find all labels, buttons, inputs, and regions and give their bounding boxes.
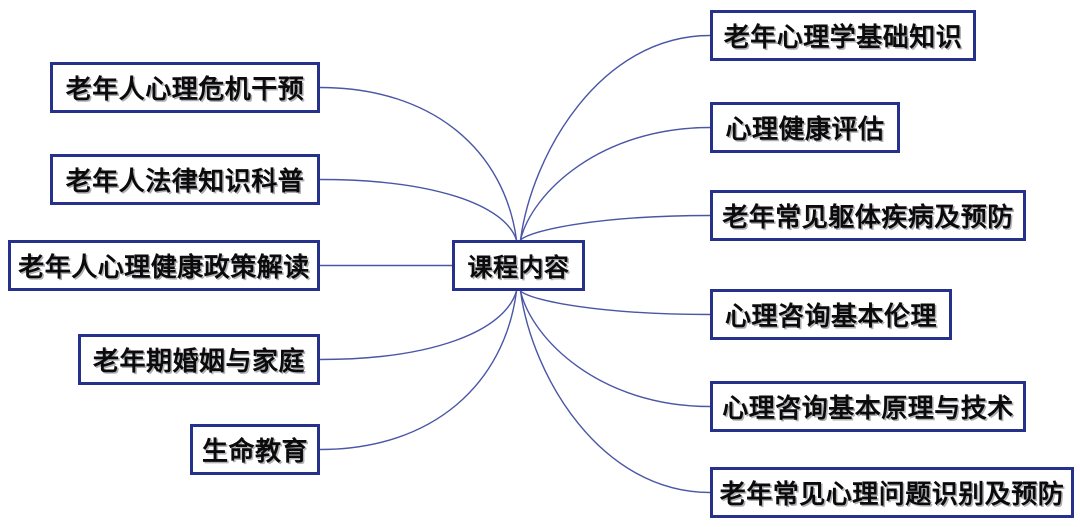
connector-left-0 [319,86,518,241]
branch-node-right-1[interactable]: 心理健康评估 [710,102,900,153]
branch-node-right-5[interactable]: 老年常见心理问题识别及预防 [710,467,1074,518]
branch-node-label: 老年人心理健康政策解读 [18,253,310,283]
branch-node-label: 心理咨询基本伦理 [724,302,937,332]
connector-right-2 [520,214,711,241]
connector-right-1 [519,126,711,241]
branch-node-left-0[interactable]: 老年人心理危机干预 [50,62,320,113]
branch-node-label: 老年心理学基础知识 [723,23,963,53]
branch-node-right-2[interactable]: 老年常见躯体疾病及预防 [710,190,1026,241]
branch-node-label: 老年常见躯体疾病及预防 [722,203,1014,233]
branch-node-right-4[interactable]: 心理咨询基本原理与技术 [710,381,1026,432]
branch-node-label: 心理健康评估 [725,115,885,145]
connector-left-4 [319,290,518,451]
branch-node-right-3[interactable]: 心理咨询基本伦理 [710,289,952,340]
branch-node-label: 心理咨询基本原理与技术 [722,394,1014,424]
center-node-label: 课程内容 [467,252,570,282]
connector-right-4 [519,290,711,408]
connector-left-3 [319,290,518,361]
branch-node-label: 老年人心理危机干预 [65,75,305,105]
branch-node-label: 老年期婚姻与家庭 [92,347,305,377]
branch-node-label: 老年常见心理问题识别及预防 [719,480,1065,510]
branch-node-left-3[interactable]: 老年期婚姻与家庭 [78,334,320,385]
branch-node-left-2[interactable]: 老年人心理健康政策解读 [8,240,320,291]
center-node-course-content[interactable]: 课程内容 [452,240,585,291]
branch-node-label: 老年人法律知识科普 [65,167,305,197]
branch-node-right-0[interactable]: 老年心理学基础知识 [710,10,976,61]
branch-node-left-1[interactable]: 老年人法律知识科普 [50,154,320,205]
branch-node-label: 生命教育 [201,437,308,467]
branch-node-left-4[interactable]: 生命教育 [190,424,320,475]
connector-right-5 [519,290,711,494]
connector-left-1 [319,178,518,241]
connector-right-3 [520,290,711,316]
connector-right-0 [519,34,711,241]
